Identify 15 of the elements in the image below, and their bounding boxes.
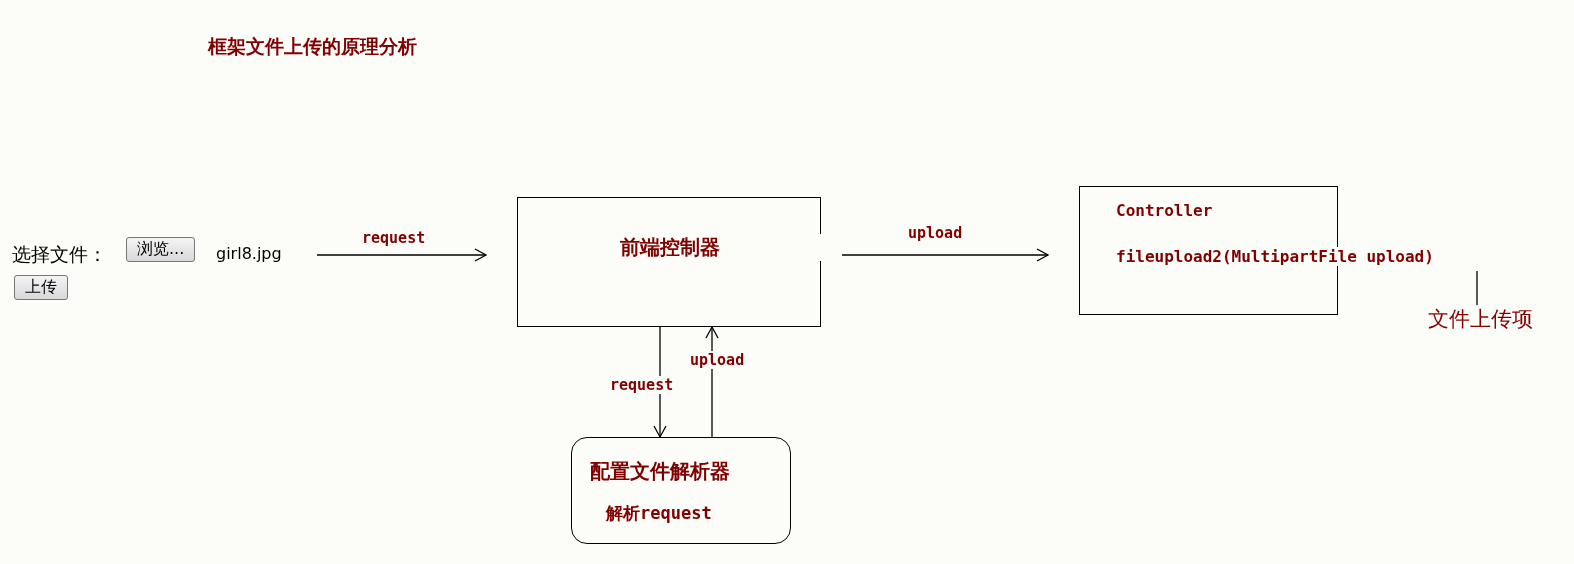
title: 框架文件上传的原理分析 — [208, 34, 417, 59]
body-text: 解析request — [606, 502, 712, 525]
rounded-box — [571, 437, 791, 544]
body-text: fileupload2(MultipartFile upload) — [1116, 247, 1434, 266]
file-name: girl8.jpg — [216, 244, 282, 263]
browse-button: 浏览... — [126, 237, 196, 262]
annotation-text: 文件上传项 — [1428, 305, 1554, 337]
edge-label: upload — [906, 224, 965, 242]
process-box — [517, 197, 821, 327]
arrow — [316, 248, 487, 262]
leader-line — [1476, 270, 1478, 306]
edge-label: upload — [688, 351, 747, 369]
upload-button: 上传 — [14, 275, 68, 300]
field-label: 选择文件： — [12, 242, 107, 267]
arrow — [841, 248, 1049, 262]
